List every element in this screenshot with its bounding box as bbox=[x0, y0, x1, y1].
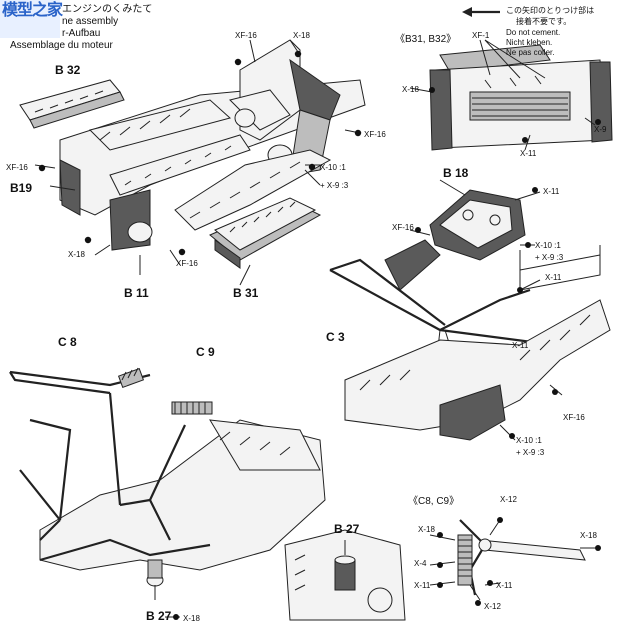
label-b27-center: B 27 bbox=[334, 522, 360, 536]
shock-c8 bbox=[117, 367, 145, 389]
label-x12-b: X-12 bbox=[484, 602, 501, 611]
label-x11-d: X-11 bbox=[512, 341, 529, 350]
label-xf16-b: XF-16 bbox=[364, 130, 386, 139]
note-ja2: 接着不要です。 bbox=[516, 17, 572, 26]
label-b18: B 18 bbox=[443, 166, 469, 180]
label-c8: C 8 bbox=[58, 335, 77, 349]
label-x18-b: X-18 bbox=[68, 250, 85, 259]
label-x10-1a: X-10 :1 bbox=[320, 163, 346, 172]
header-ja: エンジンのくみたて bbox=[62, 4, 153, 15]
label-x18-e: X-18 bbox=[580, 531, 597, 540]
label-c9: C 9 bbox=[196, 345, 215, 359]
shock-c9 bbox=[171, 401, 213, 415]
label-x9: X-9 bbox=[594, 125, 607, 134]
label-x4: X-4 bbox=[414, 559, 427, 568]
engine-block bbox=[59, 39, 366, 251]
label-x9-3a: + X-9 :3 bbox=[320, 181, 349, 190]
part-b18 bbox=[429, 189, 526, 261]
label-x18-d: X-18 bbox=[418, 525, 435, 534]
label-x11-a: X-11 bbox=[520, 149, 537, 158]
label-sub-b31-b32: 《B31, B32》 bbox=[395, 34, 457, 45]
label-x10-1b: X-10 :1 bbox=[535, 241, 561, 250]
note-fr: Ne pas coller. bbox=[506, 48, 555, 57]
label-xf16-f: XF-16 bbox=[563, 413, 585, 422]
label-x11-c: X-11 bbox=[545, 273, 562, 282]
lower-engine-left bbox=[19, 392, 326, 587]
label-xf1: XF-1 bbox=[472, 31, 490, 40]
label-xf16-d: XF-16 bbox=[176, 259, 198, 268]
label-x9-3c: + X-9 :3 bbox=[516, 448, 545, 457]
label-b31: B 31 bbox=[233, 286, 259, 300]
watermark-logo: 模型之家 bbox=[2, 2, 63, 19]
subassembly-c8-c9 bbox=[429, 519, 595, 601]
header-en: ne assembly bbox=[62, 16, 119, 27]
label-xf16-a: XF-16 bbox=[235, 31, 257, 40]
label-x12-a: X-12 bbox=[500, 495, 517, 504]
note-de: Nicht kleben. bbox=[506, 38, 553, 47]
part-b31 bbox=[209, 197, 322, 269]
label-sub-c8-c9: 《C8, C9》 bbox=[408, 496, 460, 507]
part-b27 bbox=[284, 529, 406, 621]
label-b32: B 32 bbox=[55, 63, 81, 77]
label-b19: B19 bbox=[10, 181, 33, 195]
note-en: Do not cement. bbox=[506, 28, 561, 37]
label-x18-a: X-18 bbox=[293, 31, 310, 40]
header-de: r-Aufbau bbox=[62, 28, 101, 39]
note-ja1: この矢印のとりつけ部は bbox=[506, 6, 595, 15]
label-x11-e: X-11 bbox=[414, 581, 431, 590]
label-xf16-c: XF-16 bbox=[6, 163, 28, 172]
part-b32 bbox=[19, 79, 125, 129]
label-b11: B 11 bbox=[124, 286, 149, 300]
label-x11-b: X-11 bbox=[543, 187, 560, 196]
label-b27-x18: X-18 bbox=[183, 614, 200, 623]
label-xf16-e: XF-16 bbox=[392, 223, 414, 232]
subassembly-b31-b32 bbox=[429, 44, 613, 151]
label-c3: C 3 bbox=[326, 330, 345, 344]
label-b27-left: B 27 bbox=[146, 609, 172, 623]
label-x11-f: X-11 bbox=[496, 581, 513, 590]
lower-engine-right bbox=[344, 245, 611, 441]
header-fr: Assemblage du moteur bbox=[10, 40, 113, 51]
label-x10-1c: X-10 :1 bbox=[516, 436, 542, 445]
label-x18-c: X-18 bbox=[402, 85, 419, 94]
label-x9-3b: + X-9 :3 bbox=[535, 253, 564, 262]
